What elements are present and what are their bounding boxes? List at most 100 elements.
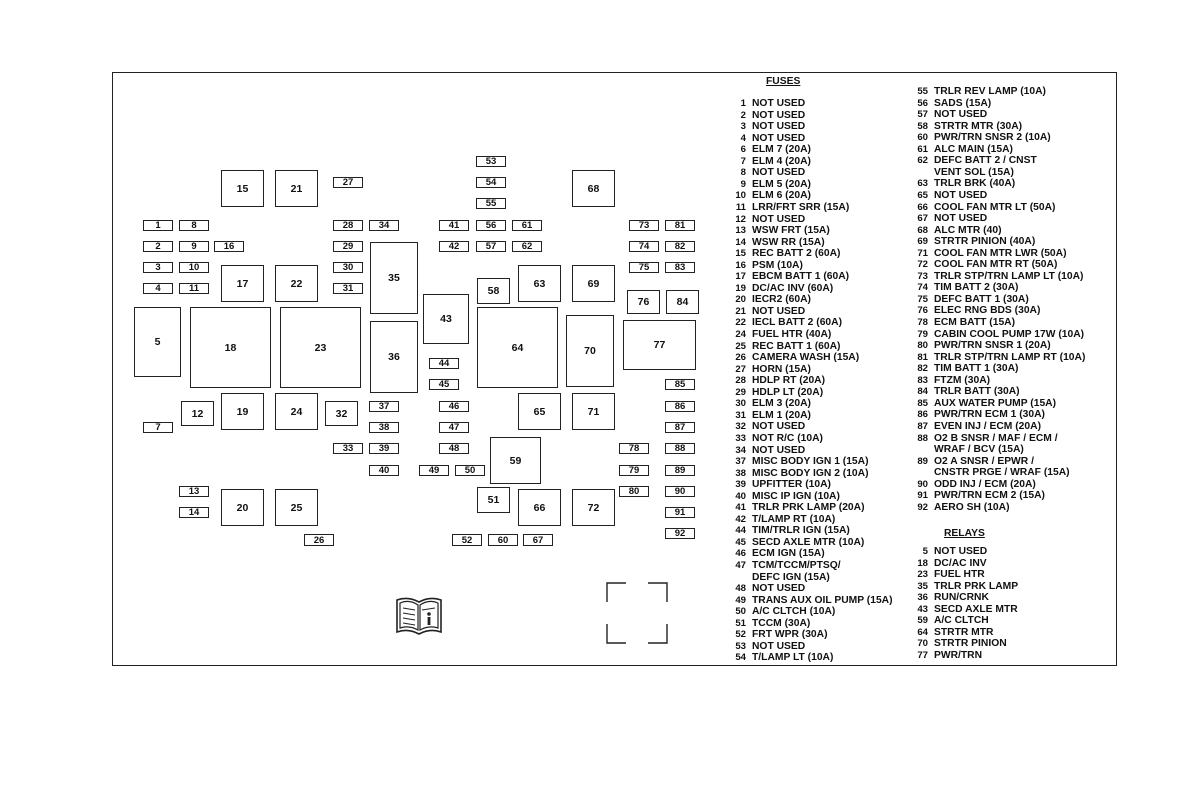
legend-label: NOT USED — [934, 213, 988, 225]
legend-label: PWR/TRN SNSR 2 (10A) — [934, 132, 1051, 144]
legend-number: 81 — [917, 351, 928, 363]
fuse-box-36: 36 — [370, 321, 418, 393]
fuse-box-84: 84 — [666, 290, 699, 314]
fuse-box-57: 57 — [476, 241, 506, 252]
fuse-box-41: 41 — [439, 220, 469, 231]
fuse-box-label: 22 — [290, 277, 303, 290]
legend-number: 24 — [735, 329, 746, 340]
legend-number: 67 — [917, 213, 928, 225]
fuse-box-label: 28 — [342, 220, 354, 231]
fuse-box-53: 53 — [476, 156, 506, 167]
legend-number: 64 — [917, 626, 928, 638]
legend-label: HDLP RT (20A) — [752, 375, 826, 387]
legend-label: NOT USED — [752, 167, 806, 179]
fuse-box-14: 14 — [179, 507, 209, 518]
legend-label: LRR/FRT SRR (15A) — [752, 201, 850, 213]
fuse-box-63: 63 — [518, 265, 561, 302]
fuse-box-label: 52 — [461, 534, 473, 546]
legend-label: CNSTR PRGE / WRAF (15A) — [934, 467, 1070, 479]
fuse-box-54: 54 — [476, 177, 506, 188]
fuse-box-67: 67 — [523, 534, 553, 546]
fuse-box-label: 13 — [188, 486, 200, 497]
legend-number: 1 — [740, 98, 746, 109]
fuse-box-58: 58 — [477, 278, 510, 304]
fuse-box-19: 19 — [221, 393, 264, 430]
legend-label: NOT USED — [752, 640, 806, 652]
fuse-box-label: 53 — [485, 156, 497, 167]
legend-label: TCM/TCCM/PTSQ/ — [752, 560, 841, 571]
fuse-box-78: 78 — [619, 443, 649, 454]
fuse-box-82: 82 — [665, 241, 695, 252]
legend-number: 14 — [735, 236, 746, 248]
fuse-box-16: 16 — [214, 241, 244, 252]
legend-label: COOL FAN MTR LT (50A) — [934, 201, 1056, 213]
legend-number: 12 — [735, 213, 746, 225]
fuse-box-86: 86 — [665, 401, 695, 412]
fuse-box-label: 61 — [521, 220, 533, 231]
legend-number: 63 — [917, 178, 928, 190]
fuse-box-35: 35 — [370, 242, 418, 314]
fuse-box-label: 49 — [428, 465, 440, 476]
fuse-box-30: 30 — [333, 262, 363, 273]
legend-number: 11 — [735, 201, 746, 213]
fuse-box-61: 61 — [512, 220, 542, 231]
fuse-box-label: 51 — [487, 494, 500, 506]
fuse-box-11: 11 — [179, 283, 209, 294]
fuse-box-label: 4 — [155, 283, 161, 294]
fuse-box-37: 37 — [369, 401, 399, 412]
diagram-frame — [112, 72, 1117, 666]
legend-label: HDLP LT (20A) — [752, 386, 824, 398]
fuse-box-69: 69 — [572, 265, 615, 302]
fuse-box-68: 68 — [572, 170, 615, 207]
legend-number: 44 — [735, 525, 746, 537]
legend-number: 4 — [740, 132, 746, 144]
fuse-box-43: 43 — [423, 294, 469, 344]
fuse-box-3: 3 — [143, 262, 173, 273]
legend-number: 56 — [917, 97, 928, 109]
legend-label: TIM BATT 1 (30A) — [934, 363, 1019, 375]
legend-number: 86 — [917, 409, 928, 421]
legend-label: COOL FAN MTR LWR (50A) — [934, 247, 1067, 259]
fuse-box-label: 27 — [342, 177, 354, 188]
legend-label: MISC BODY IGN 1 (15A) — [752, 456, 869, 468]
fuse-box-label: 38 — [378, 422, 390, 433]
legend-number: 72 — [917, 259, 928, 271]
fuse-box-71: 71 — [572, 393, 615, 430]
fuse-box-label: 34 — [378, 220, 390, 231]
legend-label: NOT USED — [752, 121, 806, 133]
legend-label: ALC MTR (40) — [934, 224, 1002, 236]
legend-number: 79 — [917, 328, 928, 340]
fuse-box-52: 52 — [452, 534, 482, 546]
fuse-box-label: 23 — [314, 341, 327, 354]
legend-number: 32 — [735, 421, 746, 433]
fuse-box-83: 83 — [665, 262, 695, 273]
legend-number: 21 — [735, 305, 746, 317]
fuse-box-26: 26 — [304, 534, 334, 546]
legend-number: 52 — [735, 629, 746, 641]
legend-label: STRTR PINION (40A) — [934, 236, 1036, 248]
legend-label: DEFC IGN (15A) — [752, 571, 830, 583]
legend-number: 38 — [735, 467, 746, 479]
fuse-box-34: 34 — [369, 220, 399, 231]
legend-label: A/C CLTCH — [934, 615, 989, 627]
legend-label: UPFITTER (10A) — [752, 479, 831, 491]
fuse-box-24: 24 — [275, 393, 318, 430]
fuse-box-label: 70 — [584, 345, 596, 357]
fuse-box-label: 71 — [587, 405, 600, 418]
fuse-box-62: 62 — [512, 241, 542, 252]
fuse-box-label: 31 — [342, 283, 354, 294]
fuse-box-66: 66 — [518, 489, 561, 526]
fuse-box-label: 7 — [155, 422, 161, 433]
fuse-box-label: 41 — [448, 220, 460, 231]
fuse-box-56: 56 — [476, 220, 506, 231]
fuse-box-label: 68 — [587, 182, 600, 195]
fuse-box-60: 60 — [488, 534, 518, 546]
fuse-box-80: 80 — [619, 486, 649, 497]
legend-label: A/C CLTCH (10A) — [752, 606, 836, 618]
fuse-box-5: 5 — [134, 307, 181, 377]
fuse-box-88: 88 — [665, 443, 695, 454]
legend-number: 51 — [735, 617, 746, 629]
legend-label: NOT USED — [752, 213, 806, 225]
fuse-box-42: 42 — [439, 241, 469, 252]
legend-label: TRLR BRK (40A) — [934, 178, 1016, 190]
